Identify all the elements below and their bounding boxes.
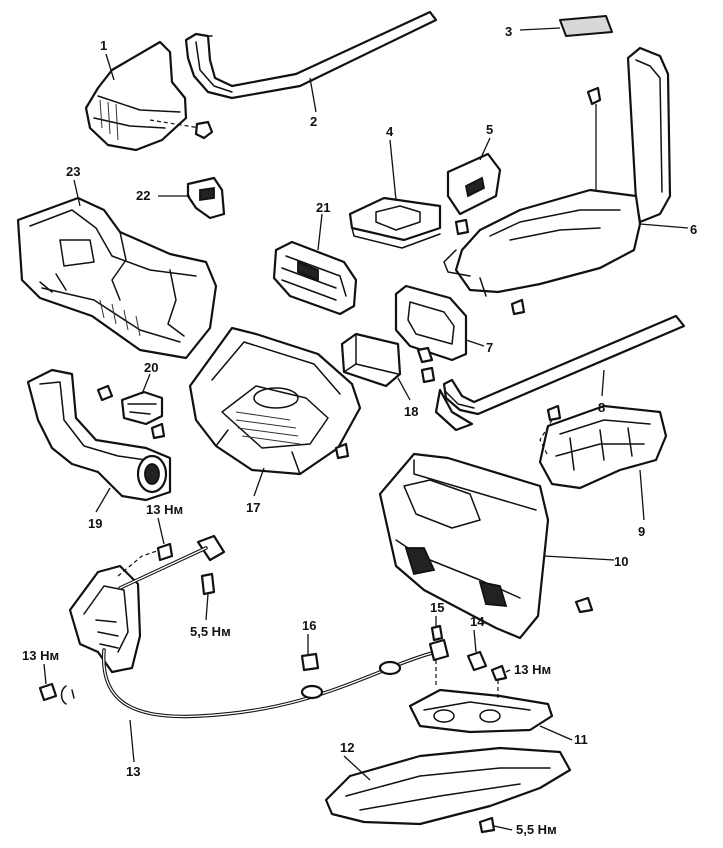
callout-10: 10: [614, 554, 628, 569]
callout-3: 3: [505, 24, 512, 39]
part-2-strip: [184, 10, 438, 100]
part-7-bezel-frame: [394, 284, 468, 362]
torque-label-lever-bolt: 13 Нм: [146, 502, 183, 517]
callout-15: 15: [430, 600, 444, 615]
torque-label-latch-bolt: 13 Нм: [514, 662, 551, 677]
callout-21: 21: [316, 200, 330, 215]
callout-11: 11: [574, 732, 588, 747]
callout-17: 17: [246, 500, 260, 515]
callout-13: 13: [126, 764, 140, 779]
part-12-shield: [324, 746, 572, 834]
callout-labels: 1 2 3 4 5 6 7 8 9 10 11 12 13 14 15 16 1…: [66, 24, 697, 779]
part-5-switch-bracket: [446, 152, 502, 216]
part-3-plate: [559, 15, 613, 37]
torque-labels: 13 Нм 5,5 Нм 13 Нм 13 Нм 5,5 Нм: [22, 502, 557, 837]
part-8-strip: [434, 314, 686, 432]
part-23-lower-panel: [16, 196, 218, 360]
part-15-pin: [430, 624, 444, 642]
callout-18: 18: [404, 404, 418, 419]
torque-label-shield-nut: 5,5 Нм: [516, 822, 557, 837]
part-4-tray-bezel: [348, 196, 442, 249]
part-10-storage-box: [378, 452, 594, 640]
part-11-latch: [408, 660, 554, 734]
part-16-clip: [300, 652, 320, 672]
callout-8: 8: [598, 400, 605, 415]
callout-4: 4: [386, 124, 394, 139]
callout-20: 20: [144, 360, 158, 375]
callout-16: 16: [302, 618, 316, 633]
part-17-centre-bracket: [188, 326, 362, 476]
torque-label-lever-nut: 13 Нм: [22, 648, 59, 663]
torque-label-cable-bolt: 5,5 Нм: [190, 624, 231, 639]
part-18-module-box: [340, 332, 436, 388]
part-13-lever-and-cable: [38, 534, 450, 719]
callout-19: 19: [88, 516, 102, 531]
part-1-trim-cover: [84, 40, 214, 152]
leader-lines: [73, 27, 689, 781]
callout-23: 23: [66, 164, 80, 179]
callout-1: 1: [100, 38, 107, 53]
callout-7: 7: [486, 340, 493, 355]
callout-12: 12: [340, 740, 354, 755]
callout-5: 5: [486, 122, 493, 137]
callout-22: 22: [136, 188, 150, 203]
part-19-air-duct: [26, 368, 172, 502]
callout-2: 2: [310, 114, 317, 129]
part-22-clip: [186, 176, 226, 220]
callout-14: 14: [470, 614, 485, 629]
part-21-switch-unit: [272, 240, 358, 316]
callout-9: 9: [638, 524, 645, 539]
callout-6: 6: [690, 222, 697, 237]
part-6-console-armrest: [443, 46, 672, 316]
part-20-bracket: [96, 384, 166, 440]
part-14-nut: [466, 650, 488, 672]
part-9-trim-bracket: [538, 404, 668, 490]
